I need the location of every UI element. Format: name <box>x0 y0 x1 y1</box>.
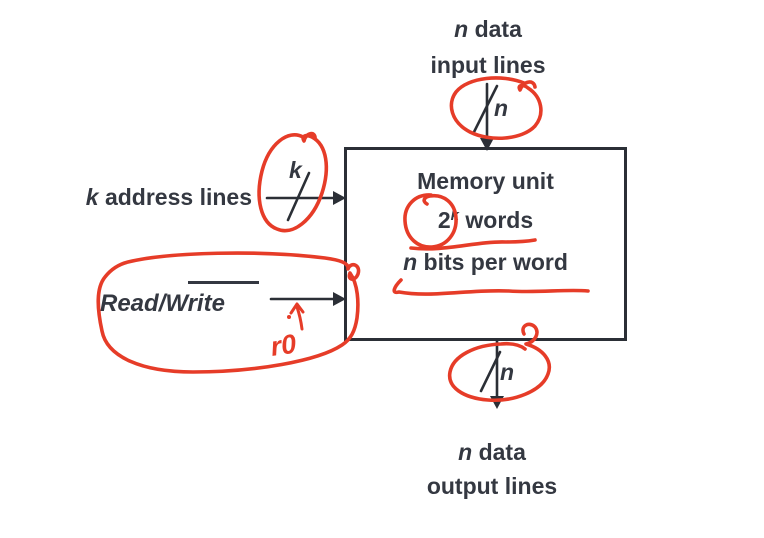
memory-box-title: Memory unit <box>417 168 554 194</box>
data-input-caption-line1-text: data <box>468 16 522 42</box>
words-rest: words <box>459 207 534 233</box>
k-variable: k <box>85 184 99 210</box>
annotation-scribble-text: r0 <box>269 329 298 362</box>
address-lines-caption: k address lines <box>28 184 252 211</box>
words-base: 2 <box>437 207 451 233</box>
write-overline-bar <box>188 281 259 284</box>
data-input-caption-line2: input lines <box>430 52 546 78</box>
words-exponent: k <box>450 207 459 224</box>
output-bus-width-label: n <box>500 359 515 385</box>
output-bus-slash <box>479 350 502 393</box>
data-output-caption-line1-text: data <box>472 439 526 465</box>
data-input-caption-line1: n data <box>378 11 598 47</box>
top-bus-width-label: n <box>494 95 509 121</box>
memory-box-bits-line: n bits per word <box>347 243 624 282</box>
n-variable: n <box>454 16 469 42</box>
write-text: Write <box>165 290 225 317</box>
address-lines-caption-text: address lines <box>98 184 252 210</box>
output-bus-arrowhead <box>490 396 504 409</box>
address-bus-width-label: k <box>289 157 302 183</box>
annotation-up-arrow <box>289 302 305 331</box>
read-text: Read <box>100 290 159 317</box>
data-output-caption-line1: n data <box>382 435 602 469</box>
read-write-caption: Read/Write <box>100 290 225 318</box>
data-output-caption-line2: output lines <box>426 473 558 499</box>
bits-rest: bits per word <box>417 249 568 275</box>
bits-variable: n <box>403 249 418 275</box>
data-output-caption: n data output lines <box>382 435 602 503</box>
data-input-caption: n data input lines <box>378 11 598 83</box>
annotation-dot <box>287 315 291 319</box>
memory-box-words-line: 2k words <box>347 201 624 243</box>
memory-unit-box: Memory unit 2k words n bits per word <box>344 147 627 341</box>
n-variable: n <box>458 439 473 465</box>
